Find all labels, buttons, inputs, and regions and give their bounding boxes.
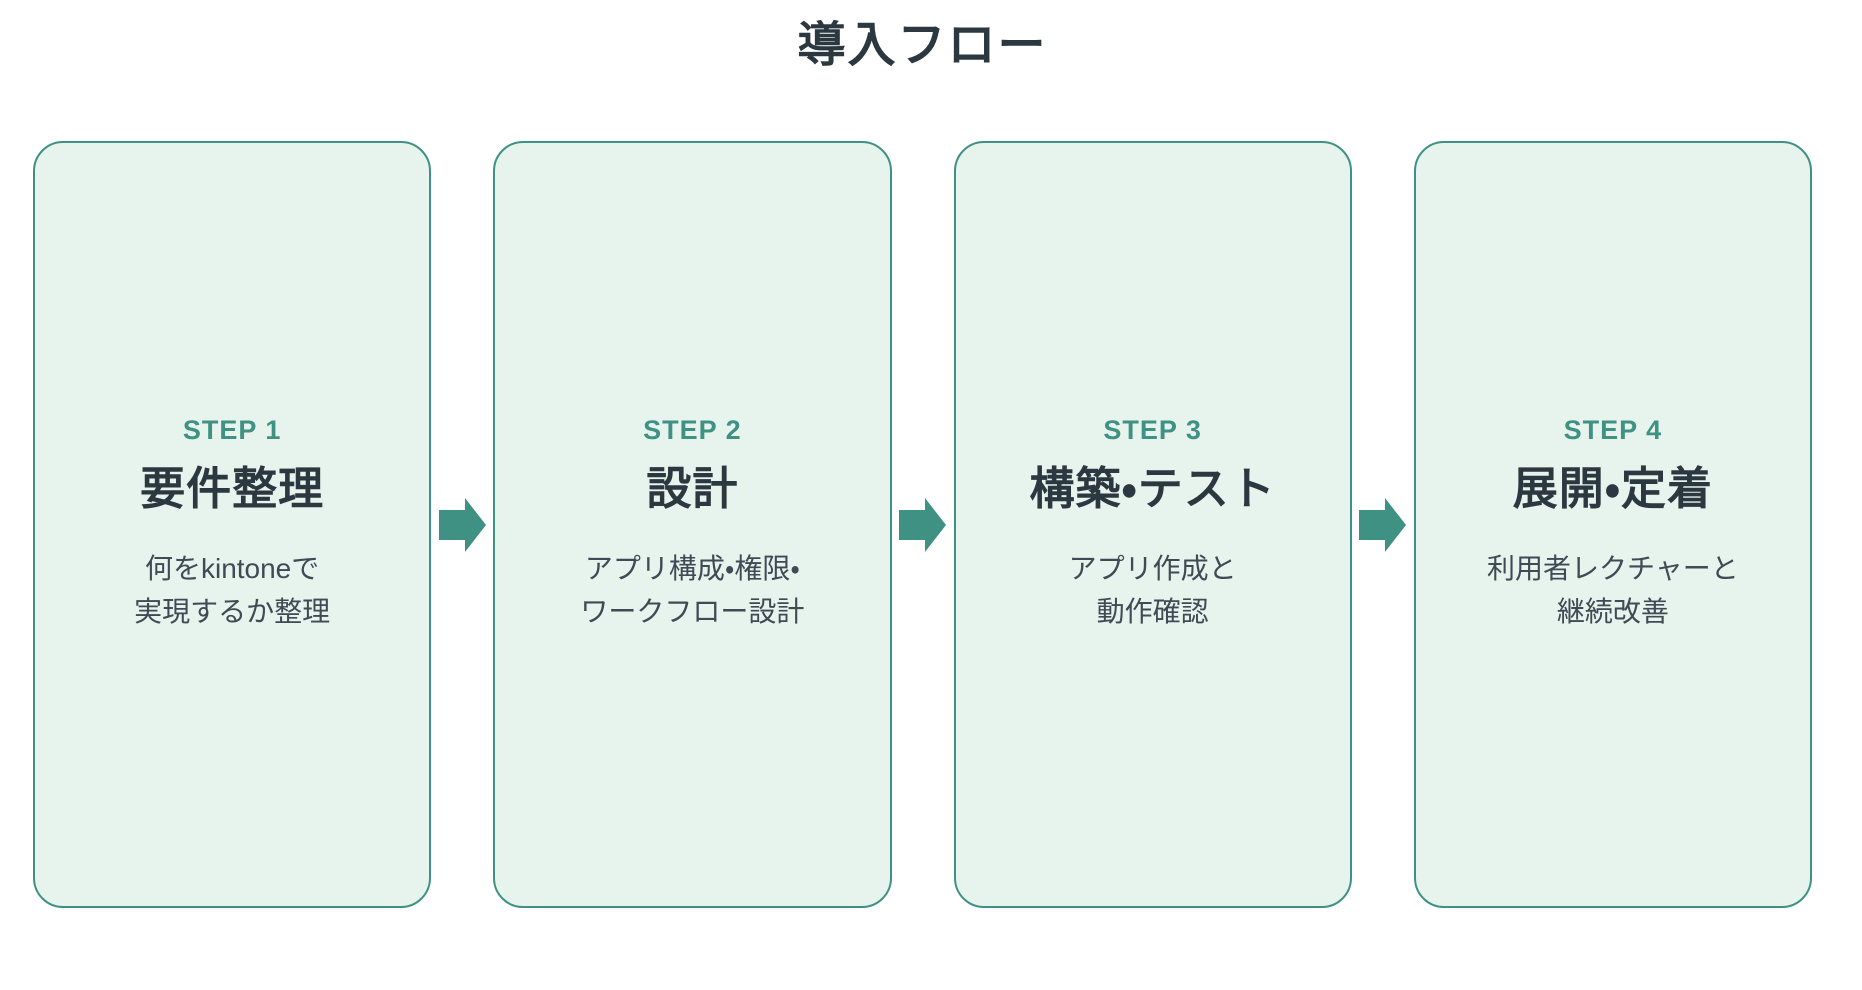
step-label: STEP 2 xyxy=(643,414,742,445)
step-title: 要件整理 xyxy=(140,462,325,514)
step-description: 何をkintoneで 実現するか整理 xyxy=(134,547,330,633)
step-description-line: ワークフロー設計 xyxy=(580,595,805,627)
flow-diagram: STEP 1 要件整理 何をkintoneで 実現するか整理 STEP 2 設計… xyxy=(33,141,1812,908)
arrow-right-icon xyxy=(892,141,954,908)
step-description-line: アプリ構成・権限・ xyxy=(584,552,800,584)
step-description: 利用者レクチャーと 継続改善 xyxy=(1487,547,1739,633)
step-card-2: STEP 2 設計 アプリ構成・権限・ ワークフロー設計 xyxy=(493,141,892,908)
step-label: STEP 3 xyxy=(1103,414,1202,445)
step-description-line: 何をkintoneで xyxy=(144,552,320,584)
step-description-line: アプリ作成と xyxy=(1068,552,1237,584)
step-title: 構築・テスト xyxy=(1029,462,1276,514)
step-card-4: STEP 4 展開・定着 利用者レクチャーと 継続改善 xyxy=(1413,141,1812,908)
arrow-right-icon xyxy=(431,141,493,908)
flow-diagram-page: 導入フロー STEP 1 要件整理 何をkintoneで 実現するか整理 STE… xyxy=(33,19,1812,908)
step-card-1: STEP 1 要件整理 何をkintoneで 実現するか整理 xyxy=(33,141,432,908)
step-description: アプリ構成・権限・ ワークフロー設計 xyxy=(580,547,804,633)
step-label: STEP 1 xyxy=(182,414,282,445)
step-label: STEP 4 xyxy=(1563,414,1663,445)
step-description: アプリ作成と 動作確認 xyxy=(1069,547,1237,633)
step-title: 展開・定着 xyxy=(1512,462,1714,514)
page-title: 導入フロー xyxy=(797,19,1048,72)
step-title: 設計 xyxy=(646,462,739,514)
step-card-3: STEP 3 構築・テスト アプリ作成と 動作確認 xyxy=(953,141,1352,908)
arrow-right-icon xyxy=(1352,141,1414,908)
step-description-line: 利用者レクチャーと xyxy=(1487,552,1739,584)
step-description-line: 実現するか整理 xyxy=(134,595,331,627)
step-description-line: 継続改善 xyxy=(1556,595,1669,627)
step-description-line: 動作確認 xyxy=(1096,595,1209,627)
